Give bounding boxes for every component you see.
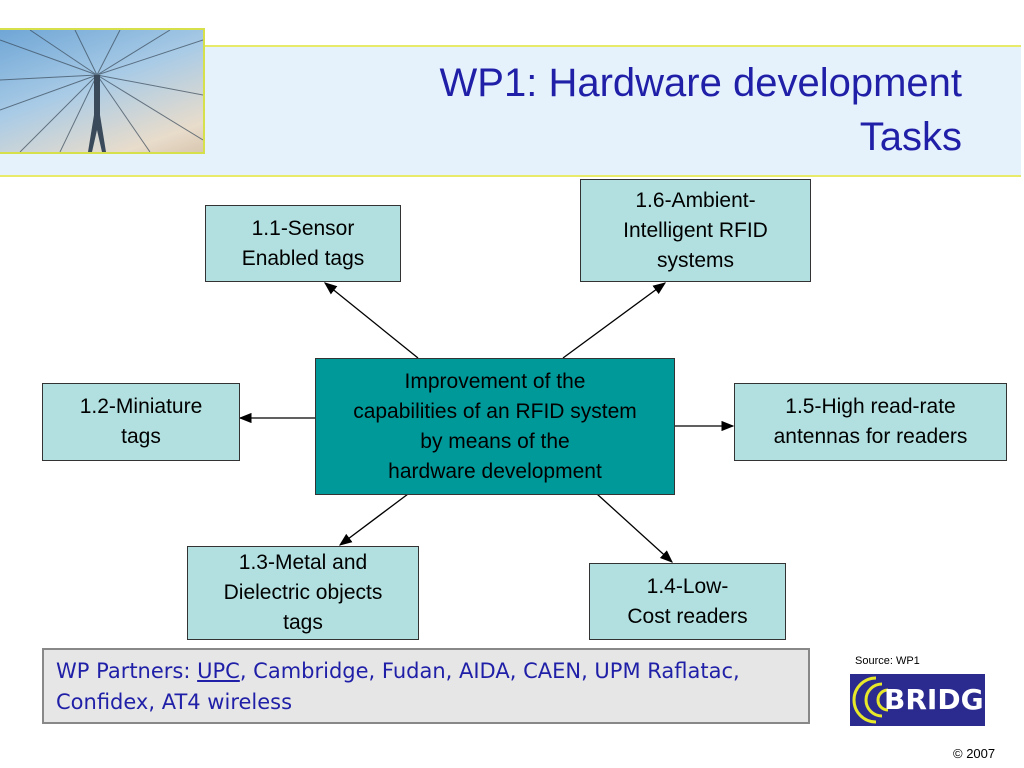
logo-text: BRIDGE	[884, 683, 1003, 716]
slide-title: WP1: Hardware development Tasks	[440, 56, 962, 164]
task-1-3: 1.3-Metal and Dielectric objects tags	[187, 546, 419, 640]
arrow-to-1-1	[323, 282, 419, 359]
signal-arcs-icon	[852, 676, 889, 724]
partners-list: , Cambridge, Fudan, AIDA, CAEN, UPM Rafl…	[56, 659, 740, 714]
partners-label: WP Partners:	[56, 659, 198, 683]
center-goal: Improvement of the capabilities of an RF…	[315, 358, 675, 495]
title-line-1: WP1: Hardware development	[439, 61, 962, 105]
task-1-4: 1.4-Low- Cost readers	[589, 563, 786, 640]
copyright: © 2007	[953, 746, 996, 761]
arrow-to-1-4	[596, 493, 673, 563]
bridge-photo	[0, 28, 205, 154]
task-1-5: 1.5-High read-rate antennas for readers	[734, 383, 1007, 461]
title-line-2: Tasks	[859, 115, 962, 159]
arrow-to-1-6	[562, 282, 667, 359]
bridge-logo: BRIDGE	[850, 674, 1003, 726]
partner-link-upc[interactable]: UPC	[197, 659, 240, 683]
source-note: Source: WP1	[855, 655, 920, 667]
arrow-to-1-3	[338, 493, 409, 546]
bridge-illustration	[0, 30, 203, 152]
partners-box: WP Partners: UPC, Cambridge, Fudan, AIDA…	[42, 648, 810, 724]
task-1-6: 1.6-Ambient- Intelligent RFID systems	[580, 179, 811, 282]
task-1-1: 1.1-Sensor Enabled tags	[205, 205, 401, 282]
task-1-2: 1.2-Miniature tags	[42, 383, 240, 461]
